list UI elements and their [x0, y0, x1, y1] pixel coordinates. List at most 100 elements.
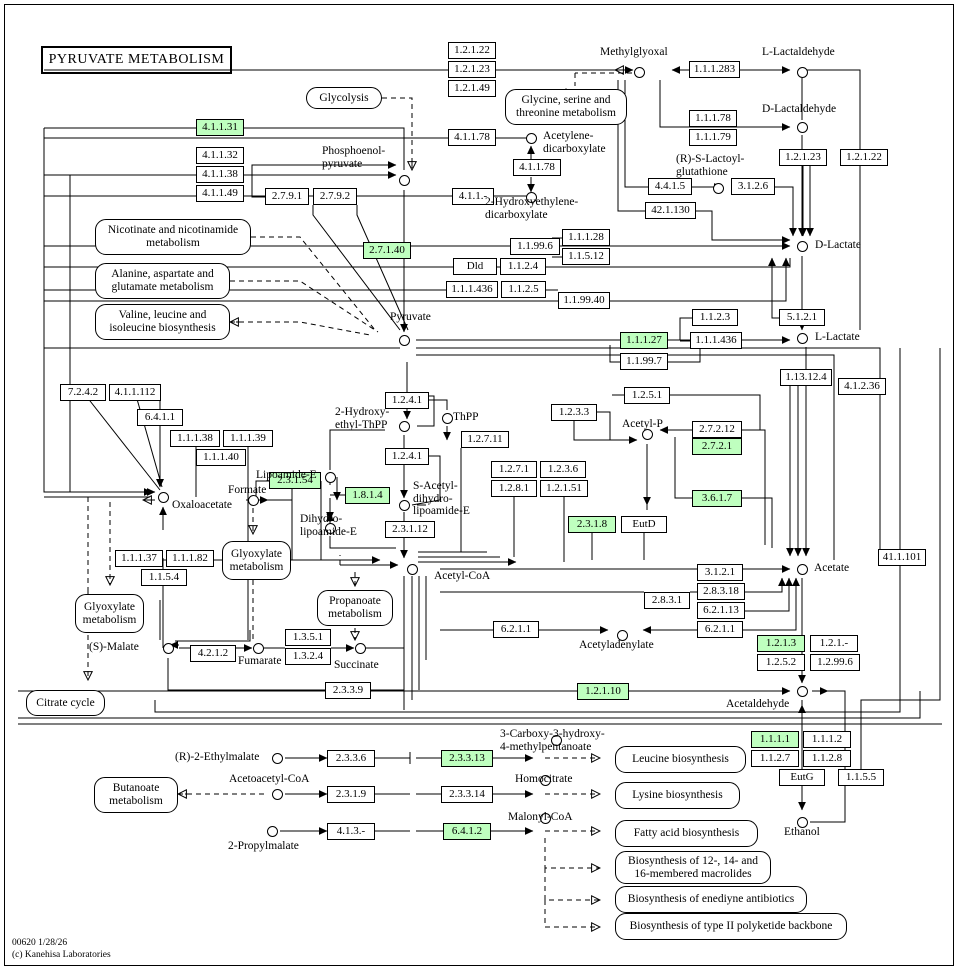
enzyme-box-1.1.1.28[interactable]: 1.1.1.28	[562, 229, 610, 246]
map-link-glycolysis[interactable]: Glycolysis	[306, 87, 382, 109]
compound-node-2-hydroxyethyl-thpp[interactable]	[399, 421, 410, 432]
map-link-biosynthesis-of-12-14-and-16-membered-macrolides[interactable]: Biosynthesis of 12-, 14- and 16-membered…	[615, 851, 771, 884]
compound-node-lipoamide-e[interactable]	[325, 472, 336, 483]
compound-node-homocitrate[interactable]	[540, 775, 551, 786]
enzyme-box-1.1.1.37[interactable]: 1.1.1.37	[115, 550, 163, 567]
enzyme-box-1.1.5.5[interactable]: 1.1.5.5	[838, 769, 884, 786]
map-link-glyoxylate-metabolism[interactable]: Glyoxylate metabolism	[222, 541, 291, 580]
enzyme-box-1.1.1.38[interactable]: 1.1.1.38	[170, 430, 220, 447]
enzyme-box-1.2.8.1[interactable]: 1.2.8.1	[491, 480, 537, 497]
enzyme-box-2.7.9.1[interactable]: 2.7.9.1	[265, 188, 309, 205]
enzyme-box-1.8.1.4[interactable]: 1.8.1.4	[345, 487, 390, 504]
enzyme-box-1.2.4.1[interactable]: 1.2.4.1	[385, 392, 429, 409]
compound-node-acetyl-coa[interactable]	[407, 564, 418, 575]
enzyme-box-1.1.1.79[interactable]: 1.1.1.79	[689, 129, 737, 146]
enzyme-box-1.1.1.436[interactable]: 1.1.1.436	[690, 332, 742, 349]
map-link-citrate-cycle[interactable]: Citrate cycle	[26, 690, 105, 716]
compound-node-pyruvate[interactable]	[399, 335, 410, 346]
enzyme-box-1.2.7.1[interactable]: 1.2.7.1	[491, 461, 537, 478]
enzyme-box-4.2.1.2[interactable]: 4.2.1.2	[190, 645, 236, 662]
enzyme-box-1.1.1.1[interactable]: 1.1.1.1	[751, 731, 799, 748]
enzyme-box-3.1.2.6[interactable]: 3.1.2.6	[731, 178, 775, 195]
map-link-propanoate-metabolism[interactable]: Propanoate metabolism	[317, 590, 393, 626]
enzyme-box-1.3.2.4[interactable]: 1.3.2.4	[285, 648, 331, 665]
map-link-nicotinate-and-nicotinamide-metabolism[interactable]: Nicotinate and nicotinamide metabolism	[95, 219, 251, 255]
enzyme-box-eutd[interactable]: EutD	[621, 516, 667, 533]
enzyme-box-dld[interactable]: Dld	[453, 258, 497, 275]
map-link-butanoate-metabolism[interactable]: Butanoate metabolism	[94, 777, 178, 813]
compound-node-malonyl-coa[interactable]	[540, 813, 551, 824]
map-link-glycine-serine-and-threonine-metabolism[interactable]: Glycine, serine and threonine metabolism	[505, 89, 627, 125]
compound-node-d-lactate[interactable]	[797, 241, 808, 252]
compound-node-r-s-lactoylglutathione[interactable]	[713, 183, 724, 194]
compound-node-acetate[interactable]	[797, 564, 808, 575]
compound-node-2-propylmalate[interactable]	[267, 826, 278, 837]
enzyme-box-1.2.3.6[interactable]: 1.2.3.6	[540, 461, 586, 478]
enzyme-box-1.2.5.2[interactable]: 1.2.5.2	[757, 654, 805, 671]
enzyme-box-1.2.4.1[interactable]: 1.2.4.1	[385, 448, 429, 465]
enzyme-box-3.1.2.1[interactable]: 3.1.2.1	[697, 564, 743, 581]
enzyme-box-7.2.4.2[interactable]: 7.2.4.2	[60, 384, 106, 401]
enzyme-box-eutg[interactable]: EutG	[779, 769, 825, 786]
enzyme-box-2.7.1.40[interactable]: 2.7.1.40	[363, 242, 411, 259]
enzyme-box-1.1.2.4[interactable]: 1.1.2.4	[500, 258, 546, 275]
compound-node-dihydrolipoamide-e[interactable]	[325, 523, 336, 534]
enzyme-box-1.1.2.7[interactable]: 1.1.2.7	[751, 750, 799, 767]
enzyme-box-1.1.99.6[interactable]: 1.1.99.6	[510, 238, 560, 255]
enzyme-box-1.2.5.1[interactable]: 1.2.5.1	[624, 387, 670, 404]
enzyme-box-3.6.1.7[interactable]: 3.6.1.7	[692, 490, 742, 507]
enzyme-box-1.1.1.78[interactable]: 1.1.1.78	[689, 110, 737, 127]
enzyme-box-1.2.1.10[interactable]: 1.2.1.10	[577, 683, 629, 700]
compound-node-d-lactaldehyde[interactable]	[797, 122, 808, 133]
enzyme-box-1.1.2.8[interactable]: 1.1.2.8	[803, 750, 851, 767]
enzyme-box-42.1.130[interactable]: 42.1.130	[645, 202, 696, 219]
enzyme-box-2.3.1.54[interactable]: 2.3.1.54	[269, 472, 321, 489]
compound-node-thpp[interactable]	[442, 413, 453, 424]
map-link-fatty-acid-biosynthesis[interactable]: Fatty acid biosynthesis	[615, 820, 758, 847]
compound-node-ethanol[interactable]	[797, 817, 808, 828]
enzyme-box-4.1.3.[interactable]: 4.1.3.-	[327, 823, 375, 840]
enzyme-box-1.2.1.23[interactable]: 1.2.1.23	[779, 149, 827, 166]
enzyme-box-4.4.1.5[interactable]: 4.4.1.5	[648, 178, 692, 195]
enzyme-box-2.3.3.6[interactable]: 2.3.3.6	[327, 750, 375, 767]
enzyme-box-2.8.3.1[interactable]: 2.8.3.1	[644, 592, 690, 609]
enzyme-box-1.2.7.11[interactable]: 1.2.7.11	[461, 431, 509, 448]
enzyme-box-2.7.2.12[interactable]: 2.7.2.12	[692, 421, 742, 438]
enzyme-box-6.2.1.1[interactable]: 6.2.1.1	[493, 621, 539, 638]
compound-node-formate[interactable]	[248, 495, 259, 506]
enzyme-box-2.3.1.9[interactable]: 2.3.1.9	[327, 786, 375, 803]
enzyme-box-4.1.1.78[interactable]: 4.1.1.78	[448, 129, 496, 146]
enzyme-box-4.1.1.38[interactable]: 4.1.1.38	[196, 166, 244, 183]
enzyme-box-2.8.3.18[interactable]: 2.8.3.18	[697, 583, 745, 600]
map-link-valine-leucine-and-isoleucine-biosynthesis[interactable]: Valine, leucine and isoleucine biosynthe…	[95, 304, 230, 340]
enzyme-box-2.3.3.14[interactable]: 2.3.3.14	[441, 786, 493, 803]
enzyme-box-1.1.1.283[interactable]: 1.1.1.283	[689, 61, 740, 78]
enzyme-box-1.2.99.6[interactable]: 1.2.99.6	[810, 654, 860, 671]
enzyme-box-5.1.2.1[interactable]: 5.1.2.1	[779, 309, 825, 326]
enzyme-box-2.7.9.2[interactable]: 2.7.9.2	[313, 188, 357, 205]
enzyme-box-2.3.3.13[interactable]: 2.3.3.13	[441, 750, 493, 767]
enzyme-box-1.2.1.22[interactable]: 1.2.1.22	[840, 149, 888, 166]
map-link-leucine-biosynthesis[interactable]: Leucine biosynthesis	[615, 746, 746, 773]
enzyme-box-2.3.3.9[interactable]: 2.3.3.9	[325, 682, 371, 699]
enzyme-box-4.1.1.32[interactable]: 4.1.1.32	[196, 147, 244, 164]
map-link-biosynthesis-of-enediyne-antibiotics[interactable]: Biosynthesis of enediyne antibiotics	[615, 886, 807, 913]
compound-node-succinate[interactable]	[355, 643, 366, 654]
enzyme-box-2.7.2.1[interactable]: 2.7.2.1	[692, 438, 742, 455]
enzyme-box-4.1.2.36[interactable]: 4.1.2.36	[838, 378, 886, 395]
compound-node-2-hydroxyethylene-dicarboxylate[interactable]	[526, 192, 537, 203]
enzyme-box-4.1.1.31[interactable]: 4.1.1.31	[196, 119, 244, 136]
enzyme-box-2.3.1.12[interactable]: 2.3.1.12	[385, 521, 435, 538]
compound-node-acetaldehyde[interactable]	[797, 686, 808, 697]
enzyme-box-1.1.1.39[interactable]: 1.1.1.39	[223, 430, 273, 447]
enzyme-box-1.1.1.40[interactable]: 1.1.1.40	[196, 449, 246, 466]
compound-node-l-lactate[interactable]	[797, 333, 808, 344]
enzyme-box-1.2.1.51[interactable]: 1.2.1.51	[540, 480, 588, 497]
compound-node-acetyl-p[interactable]	[642, 429, 653, 440]
enzyme-box-1.2.3.3[interactable]: 1.2.3.3	[551, 404, 597, 421]
enzyme-box-1.2.1.3[interactable]: 1.2.1.3	[757, 635, 805, 652]
compound-node-s-acetyldihydrolipoamide-e[interactable]	[399, 500, 410, 511]
compound-node-s-malate[interactable]	[163, 643, 174, 654]
compound-node-3-carboxy-3-hydroxy-4-methylpentanoate[interactable]	[551, 735, 562, 746]
enzyme-box-1.13.12.4[interactable]: 1.13.12.4	[780, 369, 832, 386]
